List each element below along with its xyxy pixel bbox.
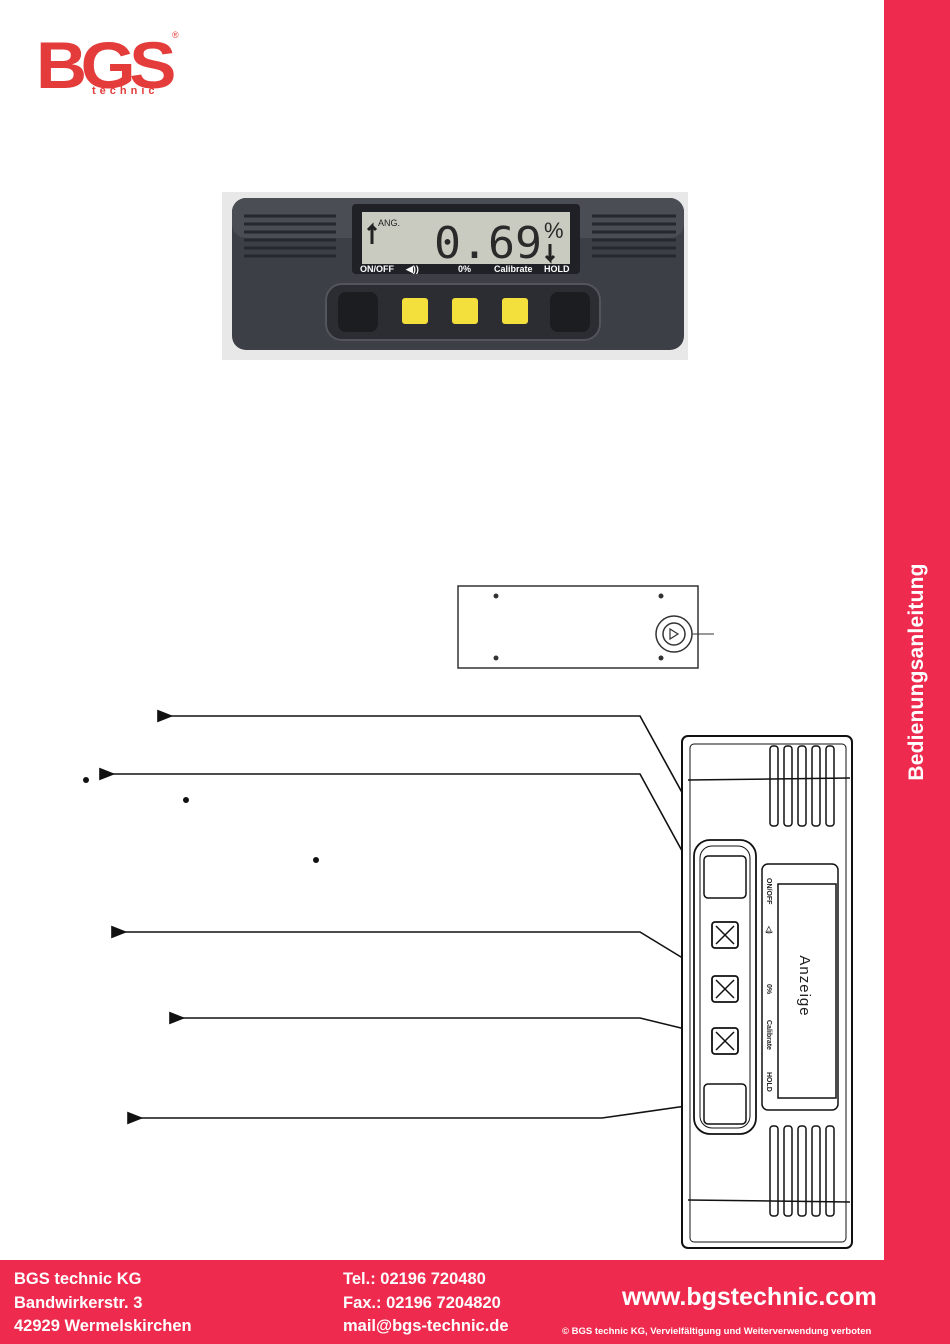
device-back-drawing: [456, 584, 716, 674]
footer-city: 42929 Wermelskirchen: [14, 1317, 192, 1335]
side-tab: [884, 0, 950, 1260]
calibrate-key[interactable]: [502, 298, 528, 324]
callout-diagram: Anzeige ON/OFF ◁) 0% Calibrate HOLD: [0, 700, 884, 1260]
label-hold: HOLD: [544, 264, 570, 274]
display-value: 0.69: [434, 218, 542, 269]
hold-key[interactable]: [550, 292, 590, 332]
label-calibrate: Calibrate: [494, 264, 533, 274]
side-tab-label: Bedienungsanleitung: [905, 563, 928, 781]
label-sound: ◀)): [405, 264, 419, 274]
callout-arrow-1: [157, 709, 719, 859]
diagram-label-on-off: ON/OFF: [765, 878, 772, 905]
footer-bar: [0, 1260, 950, 1344]
bullet-dot: [313, 857, 319, 863]
callout-arrow-5: [127, 1103, 701, 1125]
display-diagram-label: Anzeige: [796, 955, 813, 1016]
logo-registered-mark: ®: [172, 30, 179, 40]
logo-subtext: technic: [92, 85, 159, 97]
display-unit: %: [544, 218, 564, 243]
callout-arrow-4: [169, 1011, 723, 1039]
footer-tel: Tel.: 02196 720480: [343, 1270, 486, 1288]
device-photo: ANG. 0.69 % ON/OFF ◀)) 0% Calibrate HOLD: [222, 192, 688, 360]
device-front-drawing: [681, 735, 853, 1249]
footer-street: Bandwirkerstr. 3: [14, 1294, 143, 1312]
bullet-dot: [83, 777, 89, 783]
callout-arrow-3: [111, 925, 723, 983]
diagram-label-calibrate: Calibrate: [765, 1020, 772, 1050]
footer-website-link[interactable]: www.bgstechnic.com: [622, 1283, 877, 1311]
footer-copyright: © BGS technic KG, Vervielfältigung und W…: [562, 1326, 872, 1337]
footer-company: BGS technic KG: [14, 1270, 142, 1288]
label-on-off: ON/OFF: [360, 264, 394, 274]
lcd-display: [362, 212, 570, 264]
bullet-dot: [183, 797, 189, 803]
logo-text: BGS: [36, 28, 174, 98]
bgs-logo: BGS ® technic: [34, 28, 184, 102]
on-off-key[interactable]: [338, 292, 378, 332]
sound-key[interactable]: [402, 298, 428, 324]
footer-fax: Fax.: 02196 7204820: [343, 1294, 501, 1312]
zero-key[interactable]: [452, 298, 478, 324]
diagram-label-hold: HOLD: [765, 1072, 772, 1092]
diagram-label-sound: ◁): [765, 925, 772, 934]
footer-mail-link[interactable]: mail@bgs-technic.de: [343, 1317, 509, 1335]
callout-arrow-2: [99, 767, 723, 925]
label-zero: 0%: [458, 264, 471, 274]
diagram-label-zero: 0%: [765, 984, 772, 995]
display-angle-label: ANG.: [378, 218, 400, 228]
